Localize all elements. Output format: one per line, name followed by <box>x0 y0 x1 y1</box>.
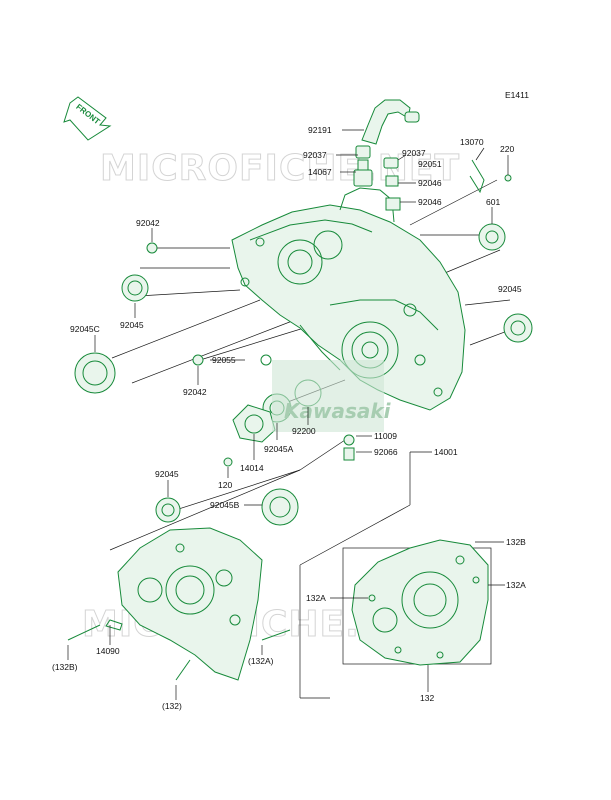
label-120[interactable]: 120 <box>218 480 232 490</box>
breather-hose <box>353 99 512 211</box>
label-92066[interactable]: 92066 <box>374 447 398 457</box>
crankcase-lower-left <box>67 527 291 681</box>
label-14067[interactable]: 14067 <box>308 167 332 177</box>
label-14090[interactable]: 14090 <box>96 646 120 656</box>
label-132b[interactable]: 132B <box>506 537 526 547</box>
label-92045a[interactable]: 92045A <box>264 444 294 454</box>
label-13070[interactable]: 13070 <box>460 137 484 147</box>
crankcase-lower-right <box>351 539 489 666</box>
label-92042-top[interactable]: 92042 <box>136 218 160 228</box>
label-92191[interactable]: 92191 <box>308 125 332 135</box>
label-92051[interactable]: 92051 <box>418 159 442 169</box>
label-92045-mid[interactable]: 92045 <box>155 469 179 479</box>
label-132a-right[interactable]: 132A <box>506 580 526 590</box>
label-132a-left[interactable]: 132A <box>306 593 326 603</box>
label-11009[interactable]: 11009 <box>374 431 397 441</box>
label-leaders <box>67 129 509 700</box>
label-14001[interactable]: 14001 <box>434 447 458 457</box>
label-132-paren[interactable]: (132) <box>162 701 182 711</box>
label-92045c[interactable]: 92045C <box>70 324 100 334</box>
label-92037-right[interactable]: 92037 <box>402 148 426 158</box>
label-132[interactable]: 132 <box>420 693 434 703</box>
label-92046-bottom[interactable]: 92046 <box>418 197 442 207</box>
label-92045-left[interactable]: 92045 <box>120 320 144 330</box>
label-92055[interactable]: 92055 <box>212 355 236 365</box>
label-132a-paren[interactable]: (132A) <box>248 656 274 666</box>
label-601[interactable]: 601 <box>486 197 500 207</box>
kawasaki-logo: Kawasaki <box>272 360 392 432</box>
watermark-top: MICROFICHE.NET <box>100 148 460 189</box>
diagram-code: E1411 <box>505 90 529 100</box>
label-220[interactable]: 220 <box>500 144 514 154</box>
brand-logo-text: Kawasaki <box>284 399 392 423</box>
label-92046-top[interactable]: 92046 <box>418 178 442 188</box>
label-92200[interactable]: 92200 <box>292 426 316 436</box>
label-92037-left[interactable]: 92037 <box>303 150 327 160</box>
label-92045-right[interactable]: 92045 <box>498 284 522 294</box>
dowel-pin-icon <box>146 242 158 254</box>
part-labels: 92191 92037 92037 92051 14067 92046 9204… <box>52 125 526 711</box>
label-92045b[interactable]: 92045B <box>210 500 240 510</box>
label-92042-bottom[interactable]: 92042 <box>183 387 207 397</box>
label-132b-paren[interactable]: (132B) <box>52 662 78 672</box>
label-14014[interactable]: 14014 <box>240 463 264 473</box>
front-arrow-icon: FRONT <box>63 96 112 141</box>
